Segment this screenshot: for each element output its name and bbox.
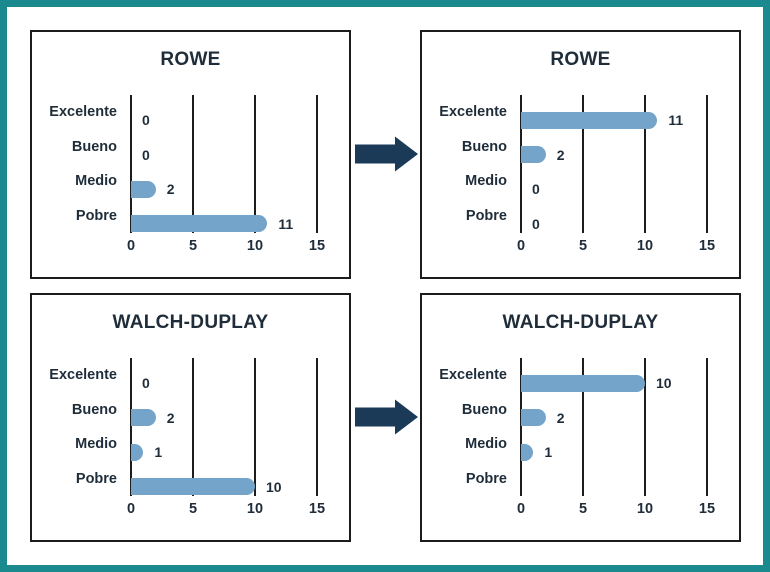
value-label: 2 (166, 181, 175, 198)
gridline (706, 358, 708, 496)
category-label: Bueno (461, 138, 507, 155)
category-label: Excelente (439, 367, 507, 384)
value-label: 0 (142, 375, 150, 392)
category-label: Bueno (461, 401, 507, 418)
bar (521, 146, 546, 164)
value-label: 0 (532, 181, 540, 198)
right-arrow-icon (355, 399, 418, 435)
category-label: Medio (465, 436, 507, 453)
bar (521, 443, 534, 461)
gridline (316, 95, 318, 233)
gridline (130, 95, 132, 233)
x-tick-label: 0 (516, 501, 526, 517)
gridline (582, 358, 584, 496)
gridline (644, 358, 646, 496)
x-tick-label: 10 (636, 501, 654, 517)
category-label: Pobre (75, 207, 117, 224)
chart-title: ROWE (550, 49, 611, 70)
chart-title: ROWE (160, 49, 221, 70)
x-tick-label: 10 (246, 501, 264, 517)
value-label: 10 (266, 478, 282, 495)
category-label: Bueno (71, 401, 117, 418)
chart-title: WALCH-DUPLAY (502, 312, 659, 333)
x-tick-label: 15 (698, 238, 716, 254)
x-tick-label: 15 (308, 238, 326, 254)
category-label: Medio (465, 173, 507, 190)
category-label: Excelente (49, 104, 117, 121)
category-label: Excelente (439, 104, 507, 121)
x-tick-label: 0 (126, 501, 136, 517)
x-tick-label: 0 (126, 238, 136, 254)
category-label: Pobre (75, 470, 117, 487)
value-label: 0 (142, 112, 150, 129)
bar (131, 180, 156, 198)
bar (131, 478, 255, 496)
value-label: 11 (668, 112, 684, 129)
category-label: Medio (75, 173, 117, 190)
gridline (582, 95, 584, 233)
bar (521, 409, 546, 427)
value-label: 2 (556, 146, 565, 163)
x-tick-label: 5 (578, 501, 588, 517)
x-tick-label: 5 (188, 501, 198, 517)
gridline (254, 358, 256, 496)
bar (521, 374, 645, 392)
value-label: 0 (532, 215, 540, 232)
category-label: Excelente (49, 367, 117, 384)
chart-title: WALCH-DUPLAY (112, 312, 269, 333)
right-arrow-icon (355, 136, 418, 172)
category-label: Bueno (71, 138, 117, 155)
value-label: 11 (278, 215, 294, 232)
value-label: 1 (154, 444, 163, 461)
value-label: 1 (544, 444, 553, 461)
x-tick-label: 0 (516, 238, 526, 254)
x-tick-label: 10 (246, 238, 264, 254)
gridline (192, 358, 194, 496)
bar (131, 215, 268, 233)
category-label: Pobre (465, 207, 507, 224)
x-tick-label: 15 (308, 501, 326, 517)
value-label: 2 (556, 409, 565, 426)
gridline (520, 358, 522, 496)
value-label: 0 (142, 146, 150, 163)
category-label: Medio (75, 436, 117, 453)
gridline (254, 95, 256, 233)
bar (131, 443, 144, 461)
x-tick-label: 5 (578, 238, 588, 254)
x-tick-label: 5 (188, 238, 198, 254)
value-label: 2 (166, 409, 175, 426)
x-tick-label: 10 (636, 238, 654, 254)
value-label: 10 (656, 375, 672, 392)
category-label: Pobre (465, 470, 507, 487)
gridline (316, 358, 318, 496)
gridline (706, 95, 708, 233)
gridline (192, 95, 194, 233)
gridline (130, 358, 132, 496)
bar (131, 409, 156, 427)
gridline (644, 95, 646, 233)
bar (521, 111, 658, 129)
x-tick-label: 15 (698, 501, 716, 517)
gridline (520, 95, 522, 233)
